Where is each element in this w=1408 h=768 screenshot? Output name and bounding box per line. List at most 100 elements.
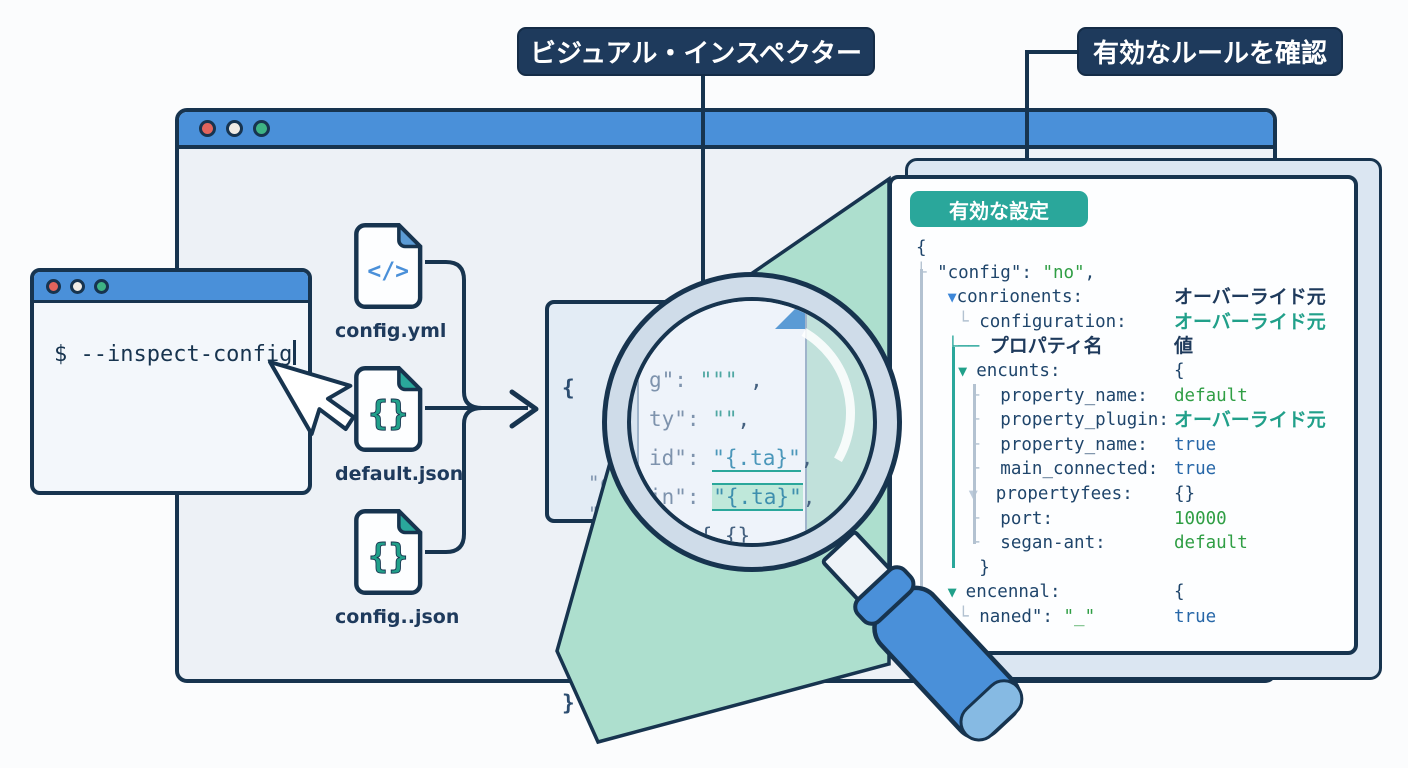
maximize-button[interactable] [94,278,109,294]
text-segment: port: [1000,508,1053,529]
text-segment: main_connected: [1000,459,1159,480]
text-segment: encennal: [965,582,1061,603]
callout-check-rules: 有効なルールを確認 [1077,27,1343,76]
minimize-button[interactable] [226,120,243,137]
text-segment: encunts: [976,360,1061,381]
file-name-label: config.yml [335,320,447,342]
callout-visual-inspector: ビジュアル・インスペクター [517,27,875,76]
text-segment: property_name: [1000,385,1148,406]
main-window-titlebar [179,112,1273,149]
code-line: "others": { {} [562,594,796,626]
close-button[interactable] [46,278,61,294]
text-segment: : [679,597,703,620]
text-segment: ├ [916,508,1001,529]
magnified-code-line: s": { {} [649,517,815,543]
terminal-prompt-text: $ --inspect-config [54,342,293,367]
callout-label: 有効なルールを確認 [1092,39,1327,69]
terminal-titlebar [34,272,308,303]
text-segment: : [679,566,703,588]
text-segment: conrionents: [956,287,1084,308]
text-segment: property_name: [1000,434,1148,455]
tree-row-value: true [1174,434,1217,455]
tree-row: ├ port: 10000 [916,507,1352,532]
tree-guide-line [973,384,976,544]
tree-row: { [916,236,1352,261]
maximize-button[interactable] [253,120,270,137]
text-segment: └ [916,459,1001,480]
text-segment: "no" [1042,262,1085,283]
tree-row: └ main_connected: true [916,457,1352,482]
tree-row: ├ property_plugin:オーバーライド元 [916,408,1352,433]
tree-guide-line-teal [952,347,955,568]
text-segment: } [979,557,990,578]
tree-row-value: {} [1174,483,1196,504]
text-segment [916,484,969,504]
config-tree: { ├ "config": "no", ▼ conrionents: オーバーライド元… [916,236,1352,630]
tree-row-value: default [1174,533,1248,554]
text-segment: property_plugin: [1000,410,1169,431]
tree-row-value: true [1174,606,1217,627]
effective-settings-panel: 有効な設定 { ├ "config": "no", ▼ conrionents: オー… [888,175,1358,655]
file-name-label: default.json [335,463,464,485]
text-segment [916,558,979,578]
text-segment: , [1084,262,1096,283]
minimize-button[interactable] [70,278,85,294]
text-segment: naned": [979,606,1064,627]
file-item-config-yml: </> config.yml [335,220,447,342]
text-segment: ├ [916,434,1001,455]
text-segment: { [916,238,927,258]
tree-row-value: 10000 [1174,508,1227,529]
json-file-icon: {} [354,509,423,595]
terminal-command-input[interactable]: $ --inspect-config [54,340,298,367]
code-close-brace: } [562,691,575,715]
text-segment: └ [916,606,980,627]
text-segment: └ [916,311,980,332]
tree-row-value: オーバーライド元 [1174,409,1326,432]
tree-row-value: 値 [1174,335,1194,358]
tree-row-value: { [1174,582,1185,603]
text-segment: segan-ant: [1000,533,1106,554]
code-file-icon: </> [354,223,423,309]
effective-settings-badge: 有効な設定 [910,191,1088,227]
text-segment: ▼ [958,361,977,380]
text-segment: , [784,566,796,588]
tree-row: ▼conrionents:オーバーライド元 [916,285,1352,310]
tree-row: ▼ propertyfees:{} [916,482,1352,507]
text-segment: "_" [1063,606,1096,627]
svg-text:</>: </> [367,258,409,284]
svg-text:{}: {} [368,394,409,433]
tree-row: └ naned": "_" true [916,605,1352,630]
text-segment: └ [916,533,1001,554]
tree-row: └ configuration: オーバーライド元 [916,310,1352,335]
tree-row: ├ "config": "no", [916,261,1352,286]
text-segment: "opacin" [588,566,680,588]
text-segment: configuration: [979,311,1127,332]
tree-row-value: { [1174,360,1185,381]
callout-label: ビジュアル・インスペクター [529,39,863,69]
text-segment: "config": [937,262,1043,283]
tree-row-value: オーバーライド元 [1174,286,1326,309]
file-item-default-json: {} default.json [335,363,464,485]
text-segment: ├── [947,337,990,358]
close-button[interactable] [199,120,216,137]
file-name-label: config..json [335,606,460,628]
magnifier-lens-glass: g": """ ,ty": "",id": "{.ta}",in": "{.ta… [627,297,877,547]
tree-row: ▼ encunts: { [916,359,1352,384]
text-segment: ├ [916,410,1001,431]
tree-row-value: default [1174,385,1248,406]
svg-text:{}: {} [368,537,409,576]
tree-row-value: オーバーライド元 [1174,310,1326,333]
text-caret [293,340,297,365]
tree-row: └ segan-ant: default [916,531,1352,556]
tree-row: ▼ encennal:{ [916,580,1352,605]
json-file-icon: {} [354,366,423,452]
tree-row: ├── プロパティ名 値 [916,334,1352,359]
tree-row: ├ property_name: true [916,433,1352,458]
text-segment: propertyfees: [995,483,1133,504]
file-item-config-json: {} config..json [335,506,460,628]
terminal-window: $ --inspect-config [30,268,312,495]
text-segment: "others" [588,597,680,620]
text-segment: プロパティ名 [989,335,1103,358]
tree-row-value: true [1174,459,1217,480]
